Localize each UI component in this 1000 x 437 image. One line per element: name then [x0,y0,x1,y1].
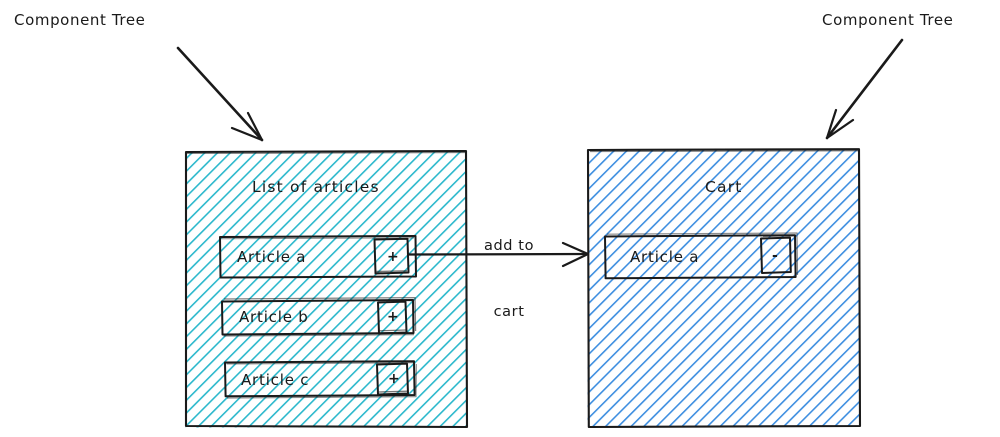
panel-list-of-articles [184,149,469,429]
edge-label-line-1: add to [484,238,535,254]
panel-title-list-of-articles: List of articles [252,178,380,196]
row-label-article-a: Article a [237,248,307,266]
edge-label-add-to-cart: add to cart [484,191,534,367]
add-button-article-a[interactable] [373,237,410,275]
edge-label-line-2: cart [493,304,525,320]
list-row-article-a[interactable] [219,235,417,279]
add-button-article-b[interactable] [377,300,408,335]
pointer-arrow-right [825,38,904,140]
list-row-article-c[interactable] [224,360,417,399]
panel-cart [586,148,862,429]
pointer-arrow-left [176,46,264,142]
remove-button-article-a[interactable] [760,235,793,274]
add-icon-article-a[interactable]: + [387,249,399,265]
row-label-cart-article-a: Article a [630,248,700,266]
cart-row-article-a[interactable] [604,232,799,280]
panel-title-cart: Cart [705,178,743,196]
add-button-article-c[interactable] [376,362,409,396]
component-tree-label-left: Component Tree [14,11,146,29]
list-row-article-b[interactable] [221,296,417,337]
add-icon-article-b[interactable]: + [387,309,399,325]
remove-icon-article-a[interactable]: - [772,248,778,264]
add-icon-article-c[interactable]: + [388,371,400,387]
add-to-cart-arrow [407,241,590,268]
component-tree-label-right: Component Tree [822,11,954,29]
row-label-article-c: Article c [241,371,310,389]
row-label-article-b: Article b [239,308,309,326]
